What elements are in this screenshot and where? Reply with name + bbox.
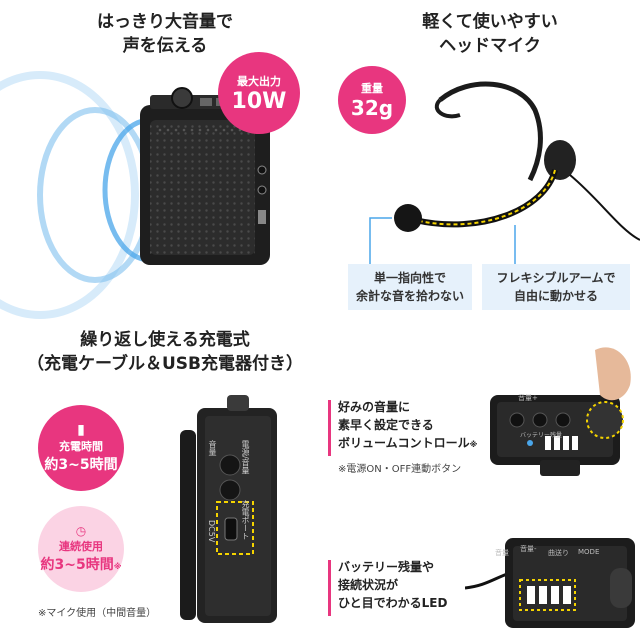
continuous-use-badge: ◷ 連続使用 約3~5時間※ (38, 506, 124, 592)
q1-title: はっきり大音量で 声を伝える (97, 12, 233, 56)
max-output-badge: 最大出力 10W (218, 52, 300, 134)
accent-bar-1 (328, 400, 331, 456)
clock-icon: ◷ (75, 524, 87, 538)
weight-badge: 重量 32g (338, 66, 406, 134)
led-indicator-text: バッテリー残量や 接続状況が ひと目でわかるLED (338, 560, 448, 610)
accent-bar-2 (328, 560, 331, 616)
speaker-side-graphic (180, 395, 277, 623)
headset-mic-graphic (369, 81, 640, 265)
led-panel-graphic (465, 538, 635, 628)
q3-title: 繰り返し使える充電式 （充電ケーブル＆USB充電器付き） (27, 330, 303, 374)
q4-note: ※電源ON・OFF連動ボタン (338, 464, 462, 475)
q3-note: ※マイク使用（中間音量） (38, 608, 157, 619)
charge-time-badge: ▮ 充電時間 約3~5時間 (38, 405, 124, 491)
volume-control-text: 好みの音量に 素早く設定できる ボリュームコントロール※ (338, 400, 478, 450)
flexible-arm-label: フレキシブルアームで 自由に動かせる (482, 264, 630, 310)
q2-title: 軽くて使いやすい ヘッドマイク (422, 12, 558, 56)
sound-wave-graphic (0, 71, 270, 319)
volume-knob-graphic (490, 347, 631, 476)
battery-icon: ▮ (77, 422, 85, 438)
mic-directional-label: 単一指向性で 余計な音を拾わない (348, 264, 472, 310)
